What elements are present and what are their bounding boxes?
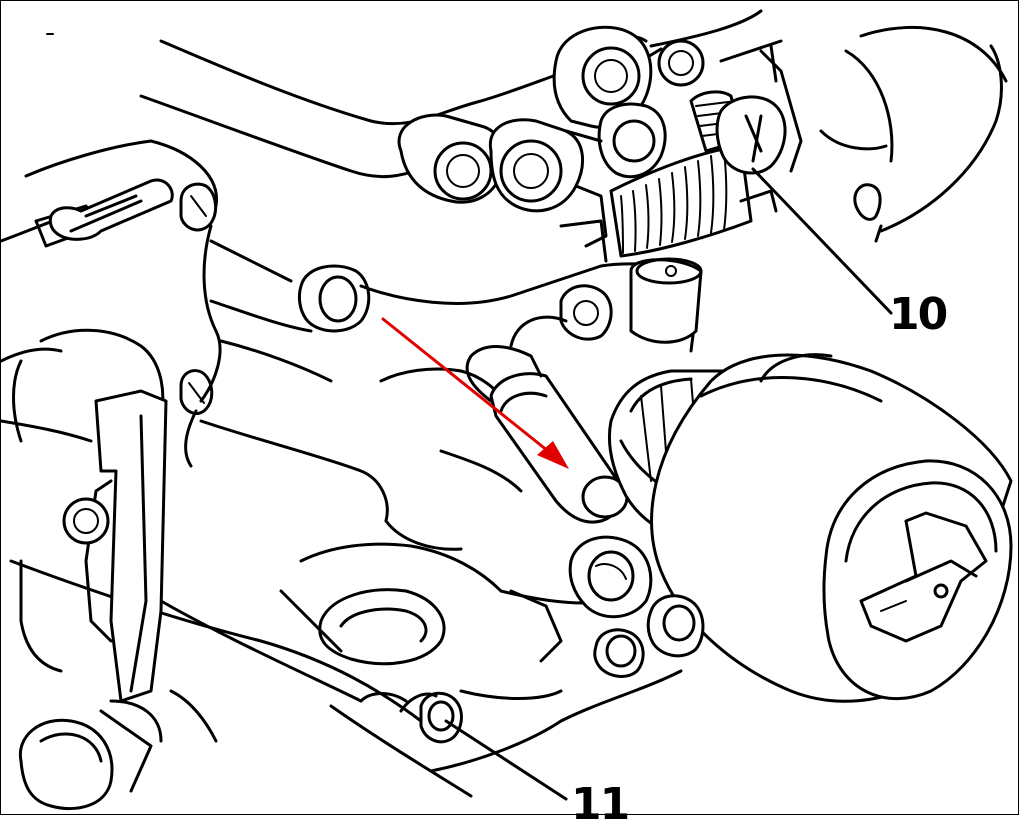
callout-10-label: 10 [889,289,948,340]
throttle-linkage [1,139,222,810]
lower-bosses [318,535,705,744]
line-drawing [1,9,1013,810]
red-arrow [381,317,569,469]
solenoid [607,353,1013,703]
port-bosses [397,25,705,263]
callout-10-leader [751,167,893,315]
idle-spring-screw [609,90,787,258]
callout-11-label: 11 [571,779,630,830]
housing-top-right [759,25,1008,243]
callout-11-leader [444,719,568,801]
